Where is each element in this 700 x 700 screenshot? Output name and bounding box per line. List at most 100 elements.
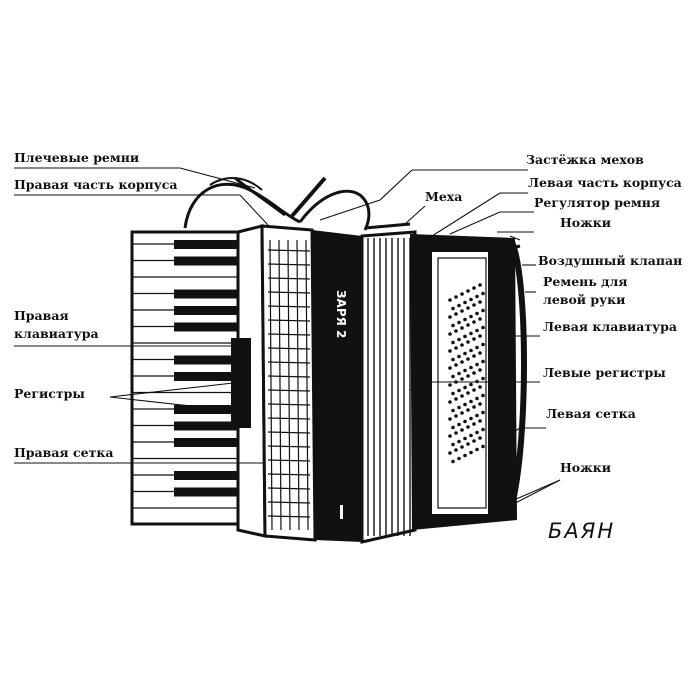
bass-button bbox=[466, 391, 470, 395]
bass-button bbox=[457, 457, 461, 461]
label-feet-top: Ножки bbox=[560, 217, 611, 230]
bass-button bbox=[457, 355, 461, 359]
bass-button bbox=[478, 385, 482, 389]
bass-button bbox=[457, 389, 461, 393]
label-strap-regulator: Регулятор ремня bbox=[534, 197, 660, 210]
bass-button bbox=[472, 354, 476, 358]
bass-button bbox=[475, 414, 479, 418]
bass-button bbox=[463, 437, 467, 441]
bass-button bbox=[475, 312, 479, 316]
bass-button bbox=[478, 419, 482, 423]
bass-button bbox=[463, 386, 467, 390]
bass-button bbox=[481, 411, 485, 415]
bass-button bbox=[472, 422, 476, 426]
bass-button bbox=[460, 445, 464, 449]
bass-button bbox=[454, 448, 458, 452]
bass-button bbox=[460, 360, 464, 364]
bass-button bbox=[451, 443, 455, 447]
bass-button bbox=[466, 340, 470, 344]
black-key bbox=[174, 405, 238, 414]
bass-button bbox=[454, 295, 458, 299]
bass-button bbox=[460, 377, 464, 381]
bass-button bbox=[463, 369, 467, 373]
bass-button bbox=[454, 414, 458, 418]
bass-button bbox=[457, 338, 461, 342]
bass-button bbox=[475, 431, 479, 435]
label-air-valve: Воздушный клапан bbox=[538, 255, 682, 268]
bass-button bbox=[469, 349, 473, 353]
bass-button bbox=[469, 315, 473, 319]
bass-button bbox=[463, 335, 467, 339]
bass-button bbox=[451, 375, 455, 379]
bass-button bbox=[466, 374, 470, 378]
bass-button bbox=[475, 363, 479, 367]
bass-button bbox=[469, 434, 473, 438]
bass-button bbox=[454, 329, 458, 333]
label-shoulder-straps: Плечевые ремни bbox=[14, 152, 139, 165]
bass-button bbox=[481, 309, 485, 313]
bass-button bbox=[448, 434, 452, 438]
bass-button bbox=[451, 409, 455, 413]
bass-button bbox=[478, 402, 482, 406]
bass-button bbox=[478, 283, 482, 287]
bass-button bbox=[448, 400, 452, 404]
right-body-drawing: ЗАРЯ 2 bbox=[231, 226, 362, 542]
bass-button bbox=[481, 343, 485, 347]
bass-button bbox=[460, 343, 464, 347]
bellows-drawing bbox=[362, 224, 415, 542]
bass-button bbox=[466, 357, 470, 361]
bass-button bbox=[460, 309, 464, 313]
bass-button bbox=[469, 383, 473, 387]
bass-button bbox=[478, 300, 482, 304]
label-left-grille: Левая сетка bbox=[546, 408, 636, 421]
bass-button bbox=[469, 298, 473, 302]
bass-button bbox=[448, 417, 452, 421]
bass-button bbox=[451, 341, 455, 345]
bass-button bbox=[475, 448, 479, 452]
black-key bbox=[174, 306, 238, 315]
shoulder-straps-drawing bbox=[185, 178, 369, 230]
bass-button bbox=[448, 451, 452, 455]
label-right-keyboard-line1: Правая bbox=[14, 310, 69, 323]
bass-button bbox=[475, 397, 479, 401]
black-key bbox=[174, 356, 238, 365]
bass-button bbox=[469, 417, 473, 421]
bass-button bbox=[457, 423, 461, 427]
label-registers: Регистры bbox=[14, 388, 85, 401]
bass-button bbox=[448, 383, 452, 387]
bass-button bbox=[466, 289, 470, 293]
bass-button bbox=[475, 329, 479, 333]
bass-button bbox=[463, 318, 467, 322]
black-key bbox=[174, 240, 238, 249]
bass-button bbox=[481, 445, 485, 449]
bass-button bbox=[454, 431, 458, 435]
bass-button bbox=[460, 326, 464, 330]
bass-button bbox=[451, 307, 455, 311]
bass-button bbox=[478, 351, 482, 355]
bass-button bbox=[481, 428, 485, 432]
label-right-keyboard-line2: клавиатура bbox=[14, 328, 99, 341]
bass-button bbox=[460, 394, 464, 398]
bass-button bbox=[454, 312, 458, 316]
bass-button bbox=[469, 332, 473, 336]
bass-button bbox=[466, 306, 470, 310]
bass-button bbox=[451, 324, 455, 328]
bass-button bbox=[481, 377, 485, 381]
right-keyboard-drawing bbox=[132, 232, 242, 524]
bass-button bbox=[475, 346, 479, 350]
bass-button bbox=[469, 366, 473, 370]
bass-button bbox=[448, 315, 452, 319]
label-left-hand-strap-line1: Ремень для bbox=[543, 276, 628, 289]
black-key bbox=[174, 488, 238, 497]
bass-button bbox=[454, 346, 458, 350]
bass-button bbox=[478, 368, 482, 372]
label-feet-bottom: Ножки bbox=[560, 462, 611, 475]
label-right-body: Правая часть корпуса bbox=[14, 179, 177, 192]
bass-button bbox=[466, 408, 470, 412]
bass-button bbox=[478, 317, 482, 321]
bass-button bbox=[454, 397, 458, 401]
bass-button bbox=[466, 425, 470, 429]
label-left-body: Левая часть корпуса bbox=[528, 177, 682, 190]
